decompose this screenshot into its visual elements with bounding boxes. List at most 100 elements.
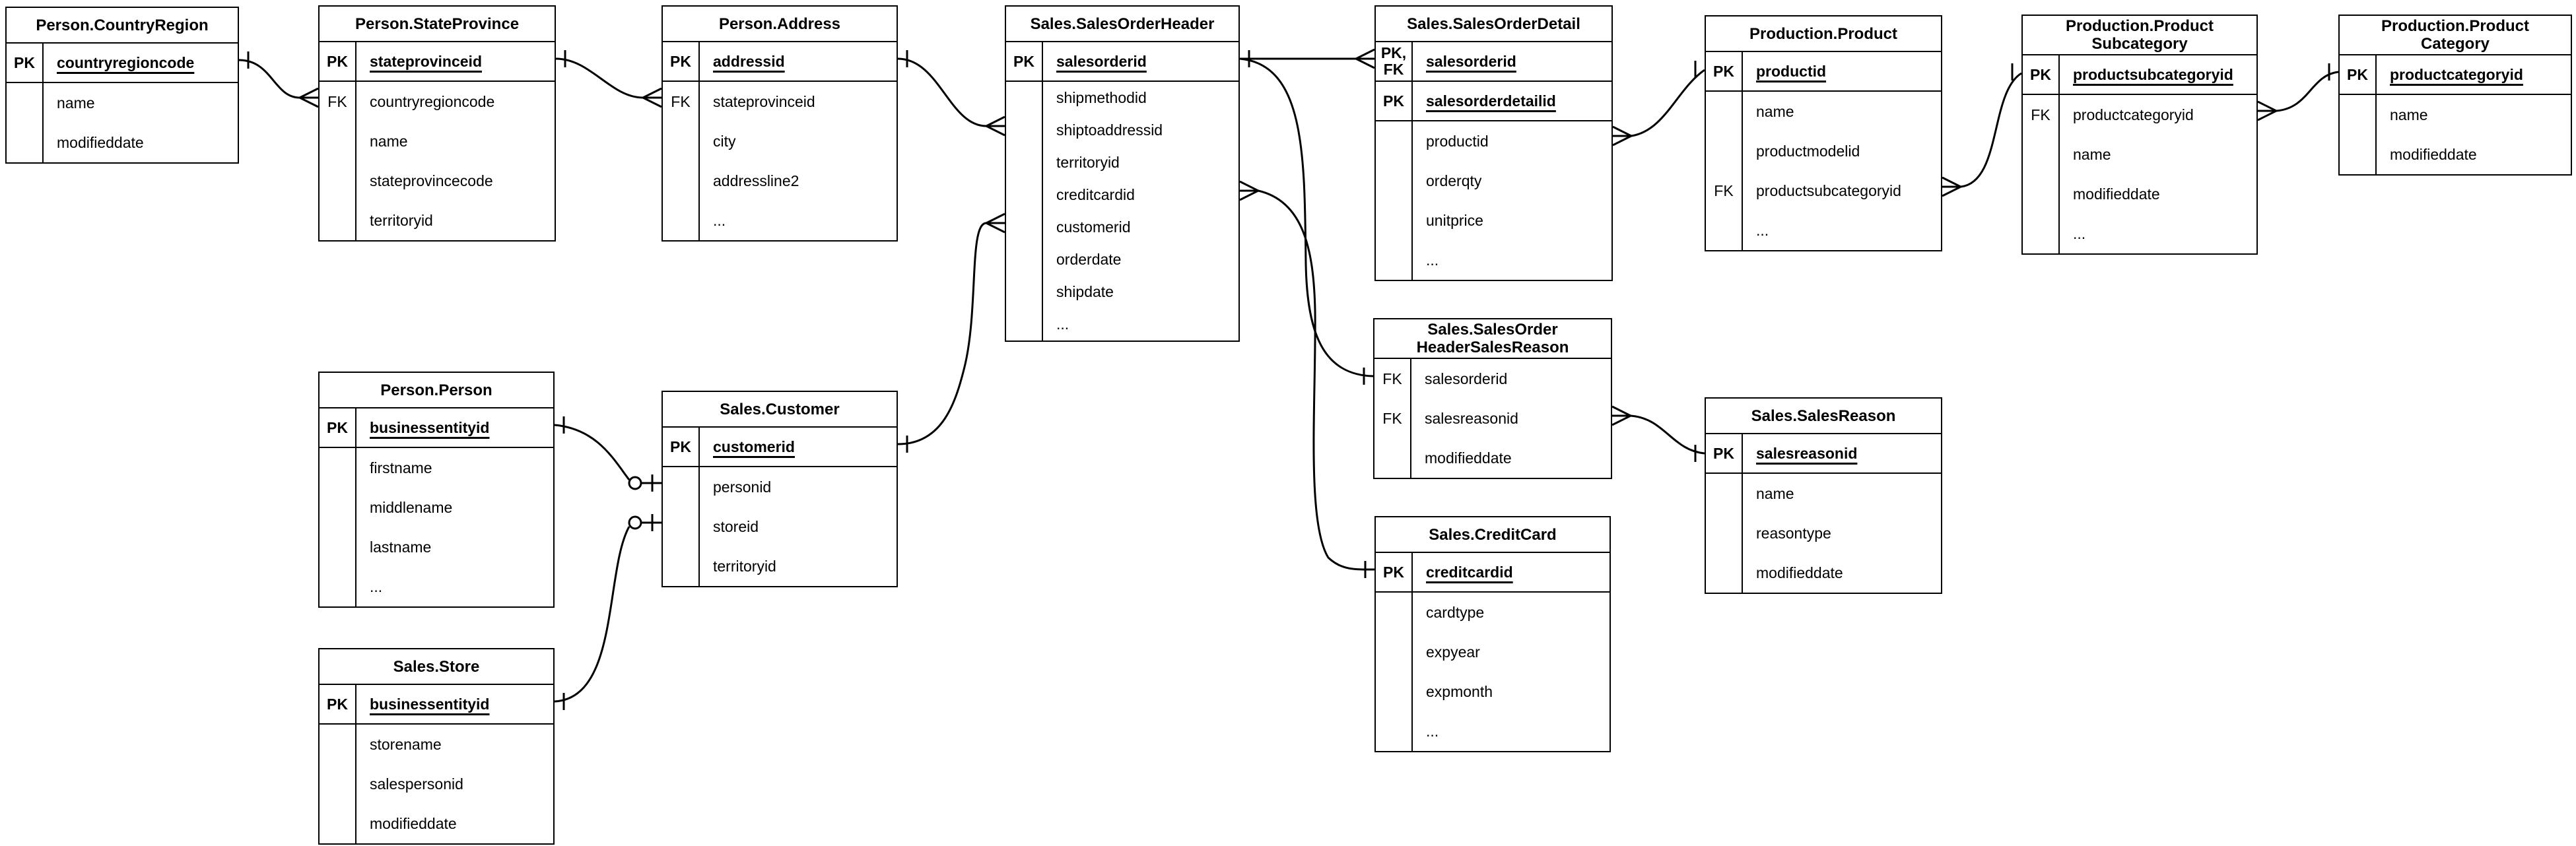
attribute-row: addressline2 xyxy=(663,161,897,201)
key-badge: PK xyxy=(1706,434,1743,472)
rel-salesorderdetail-product xyxy=(1612,61,1705,146)
key-badge xyxy=(1006,179,1043,211)
attribute-row: ... xyxy=(1006,308,1238,341)
attribute-row: modifieddate xyxy=(2340,135,2571,174)
column-name: personid xyxy=(713,478,772,496)
key-badge xyxy=(1006,244,1043,276)
column-name: countryregioncode xyxy=(57,53,195,71)
attribute-row: ... xyxy=(663,201,897,240)
entity-sales-salesorderheader: Sales.SalesOrderHeader PK salesorderid s… xyxy=(1005,5,1240,342)
column-name: expyear xyxy=(1426,643,1480,661)
column-name: city xyxy=(713,132,736,150)
entity-title: Production.Product xyxy=(1706,16,1941,52)
entity-person-countryregion: Person.CountryRegion PK countryregioncod… xyxy=(5,7,239,164)
column-name: salesorderid xyxy=(1056,52,1147,70)
key-badge: PK, FK xyxy=(1376,42,1413,81)
attribute-row: shiptoaddressid xyxy=(1006,114,1238,146)
attribute-row: territoryid xyxy=(663,546,897,586)
relationship-line xyxy=(1239,57,1374,377)
column-name: reasontype xyxy=(1756,524,1831,542)
key-badge xyxy=(320,448,356,488)
column-name: stateprovinceid xyxy=(370,52,482,70)
key-badge: PK xyxy=(1006,42,1043,81)
column-name: cardtype xyxy=(1426,603,1485,621)
relationship-line xyxy=(1630,414,1705,455)
pk-row: PK productsubcategoryid xyxy=(2023,55,2256,95)
entity-person-person: Person.Person PK businessentityid firstn… xyxy=(318,372,555,608)
entity-title: Person.CountryRegion xyxy=(7,8,238,44)
attribute-row: ... xyxy=(1706,211,1941,250)
relationship-line xyxy=(554,526,630,703)
key-badge xyxy=(1376,711,1413,751)
attribute-row: modifieddate xyxy=(1374,438,1611,478)
pk-row: PK salesreasonid xyxy=(1706,434,1941,474)
attribute-row: modifieddate xyxy=(320,804,553,843)
attribute-row: shipmethodid xyxy=(1006,82,1238,114)
column-name: stateprovincecode xyxy=(370,172,493,189)
attribute-row: name xyxy=(2340,95,2571,135)
key-badge: FK xyxy=(1374,399,1411,438)
column-name: salesorderid xyxy=(1425,370,1508,387)
key-badge xyxy=(320,488,356,527)
key-badge xyxy=(663,546,700,586)
attribute-row: name xyxy=(1706,474,1941,513)
pk-row: PK creditcardid xyxy=(1376,553,1610,593)
entity-sales-customer: Sales.Customer PK customerid personid st… xyxy=(661,391,898,587)
key-badge xyxy=(7,123,44,162)
key-badge xyxy=(1376,593,1413,632)
column-name: territoryid xyxy=(1056,154,1120,171)
key-badge xyxy=(320,804,356,843)
column-name: productsubcategoryid xyxy=(2073,65,2233,83)
attribute-row: productmodelid xyxy=(1706,131,1941,171)
entity-title: Sales.CreditCard xyxy=(1376,517,1610,553)
column-name: productcategoryid xyxy=(2390,65,2523,83)
entity-person-stateprovince: Person.StateProvince PK stateprovinceid … xyxy=(318,5,556,242)
column-name: shipdate xyxy=(1056,283,1114,300)
key-badge xyxy=(1706,131,1743,171)
entity-title: Production.Product Category xyxy=(2340,16,2571,55)
key-badge: PK xyxy=(320,42,356,81)
rel-address-salesorderheader xyxy=(897,50,1005,137)
key-badge: PK xyxy=(1706,52,1743,90)
attribute-row: name xyxy=(1706,92,1941,131)
key-badge xyxy=(1006,211,1043,244)
attribute-row: name xyxy=(7,83,238,123)
key-badge xyxy=(1376,672,1413,711)
key-badge xyxy=(320,725,356,764)
attribute-row: expmonth xyxy=(1376,672,1610,711)
crow-foot-marker xyxy=(642,87,662,108)
column-name: shipmethodid xyxy=(1056,89,1147,106)
rel-salesorderheader-headersalesreason xyxy=(1239,57,1374,385)
attribute-row: FK salesreasonid xyxy=(1374,399,1611,438)
rel-product-productsubcategory xyxy=(1942,63,2022,197)
column-name: modifieddate xyxy=(2073,185,2160,203)
attribute-row: storename xyxy=(320,725,553,764)
column-name: productid xyxy=(1756,62,1827,80)
key-badge xyxy=(663,507,700,546)
rel-person-customer xyxy=(554,416,661,492)
column-name: orderdate xyxy=(1056,251,1122,268)
column-name: name xyxy=(2073,145,2111,163)
column-name: name xyxy=(57,94,95,112)
key-badge xyxy=(1006,146,1043,179)
key-badge xyxy=(320,527,356,567)
column-name: productcategoryid xyxy=(2073,106,2194,123)
attribute-row: shipdate xyxy=(1006,276,1238,308)
column-name: name xyxy=(1756,484,1794,502)
attribute-row: storeid xyxy=(663,507,897,546)
attribute-row: expyear xyxy=(1376,632,1610,672)
attribute-row: city xyxy=(663,121,897,161)
entity-title: Person.Person xyxy=(320,373,553,408)
attribute-row: FK productcategoryid xyxy=(2023,95,2256,135)
key-badge xyxy=(1006,114,1043,146)
column-name: ... xyxy=(1756,221,1769,239)
column-name: ... xyxy=(1426,251,1439,269)
entity-title: Sales.Customer xyxy=(663,392,897,428)
crow-foot-marker xyxy=(1612,125,1632,146)
column-name: ... xyxy=(370,577,383,595)
rel-customer-salesorderheader xyxy=(897,212,1005,453)
key-badge xyxy=(320,201,356,240)
key-badge xyxy=(1376,121,1413,161)
entity-title: Person.Address xyxy=(663,7,897,42)
